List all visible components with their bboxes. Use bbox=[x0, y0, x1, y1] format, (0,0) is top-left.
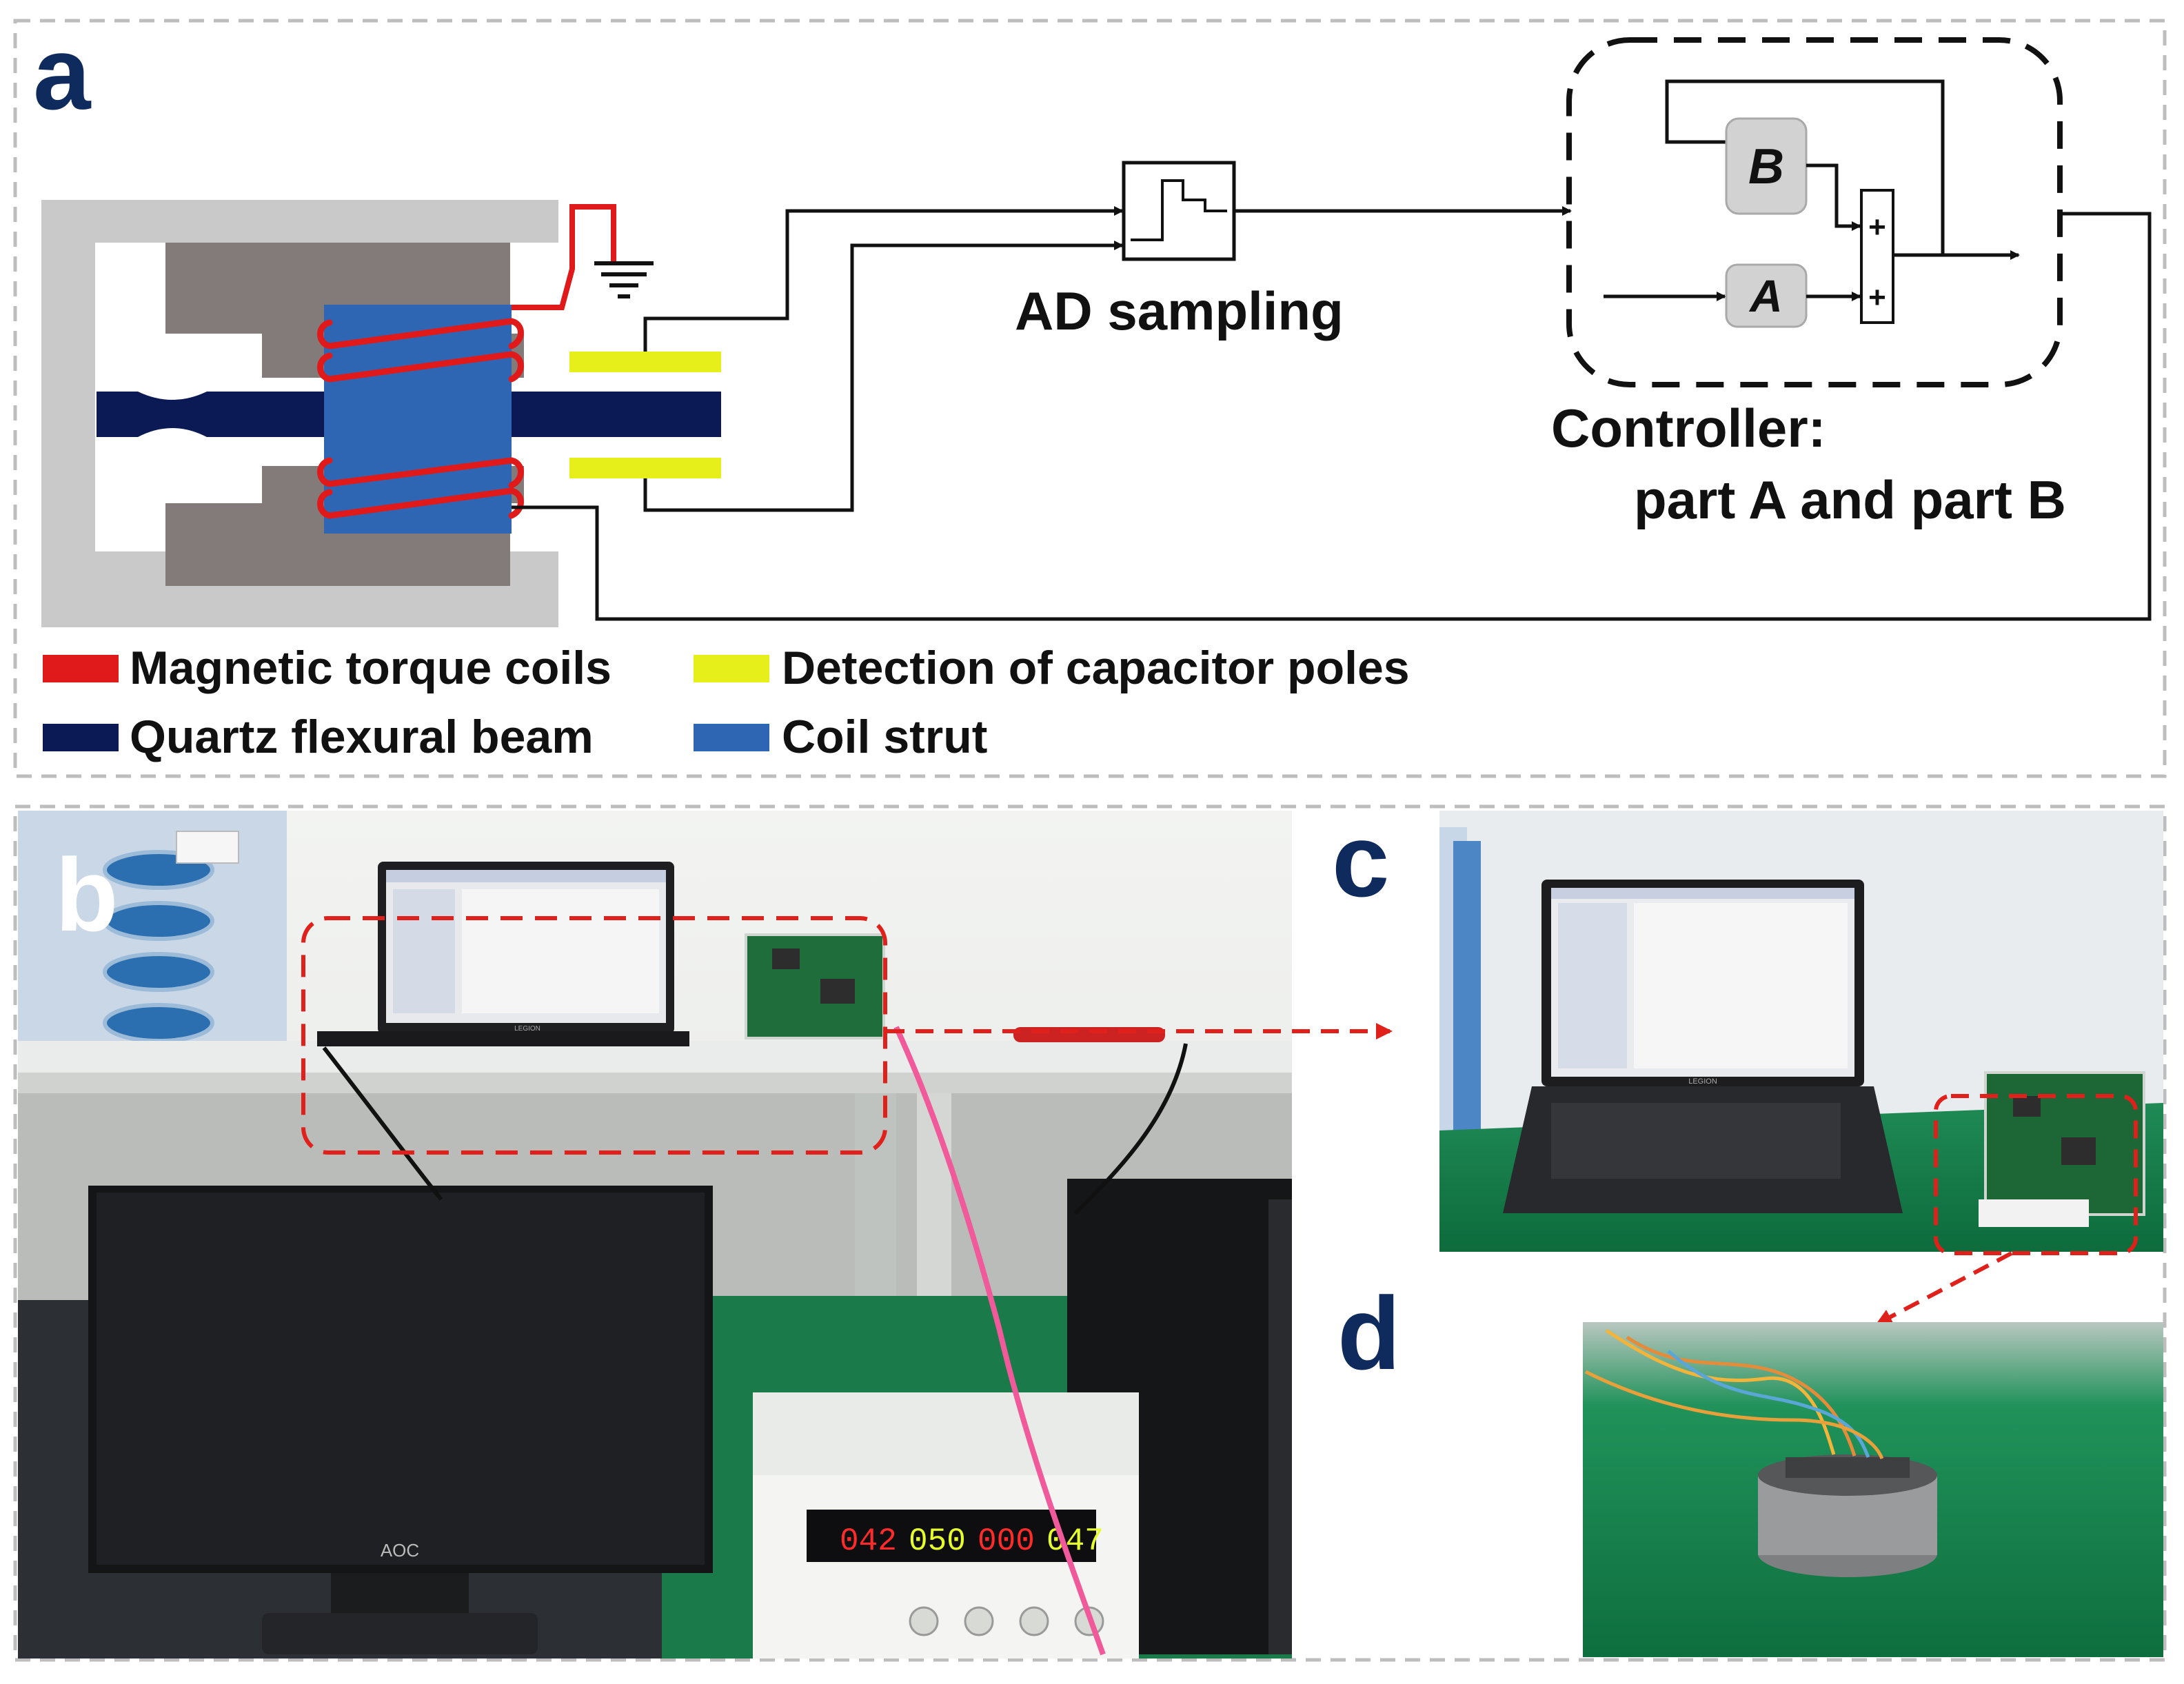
panel-letter-c: c bbox=[1332, 802, 1389, 918]
legend-swatch bbox=[694, 655, 769, 682]
laptop-brand-c: LEGION bbox=[1688, 1077, 1717, 1086]
legend-item-coils: Magnetic torque coils bbox=[43, 642, 611, 694]
sum-sign-top: + bbox=[1868, 210, 1886, 244]
block-b-label: B bbox=[1748, 139, 1784, 194]
legend-item-beam: Quartz flexural beam bbox=[43, 711, 594, 763]
psu-readout-1: 042 bbox=[840, 1523, 897, 1559]
panel-c-photo: LEGION bbox=[1439, 811, 2163, 1252]
ad-sampling-label: AD sampling bbox=[1015, 281, 1344, 341]
panel-b-photo: LEGION AOC 042 050 000 047 bbox=[18, 811, 1292, 1658]
psu-readout-3: 000 bbox=[978, 1523, 1035, 1559]
psu-readout-4: 047 bbox=[1046, 1523, 1104, 1559]
legend: Magnetic torque coils Detection of capac… bbox=[43, 642, 1410, 763]
block-a-label: A bbox=[1748, 270, 1783, 321]
sum-sign-bottom: + bbox=[1868, 281, 1886, 314]
legend-swatch bbox=[43, 655, 119, 682]
legend-label: Coil strut bbox=[782, 711, 987, 763]
legend-label: Magnetic torque coils bbox=[130, 642, 611, 694]
legend-label: Detection of capacitor poles bbox=[782, 642, 1410, 694]
controller-label-line1: Controller: bbox=[1551, 398, 1826, 458]
power-supply: 042 050 000 047 bbox=[753, 1392, 1139, 1658]
ad-sampling-block bbox=[1122, 161, 1236, 261]
laptop-brand-b: LEGION bbox=[514, 1025, 540, 1033]
arrow-c-to-d bbox=[1875, 1251, 2013, 1326]
legend-item-capacitor: Detection of capacitor poles bbox=[694, 642, 1410, 694]
panel-a-frame bbox=[13, 19, 2167, 778]
photo-panels-frame bbox=[13, 804, 2167, 1662]
capacitor-pole-lower bbox=[569, 458, 721, 478]
psu-readout-2: 050 bbox=[909, 1523, 966, 1559]
controller-box: B A + + bbox=[1566, 37, 2063, 387]
legend-label: Quartz flexural beam bbox=[130, 711, 594, 763]
ground-symbol bbox=[512, 204, 654, 310]
signal-wires bbox=[512, 206, 2152, 621]
panel-d-photo bbox=[1583, 1322, 2163, 1657]
magnetic-torque-coils bbox=[317, 318, 524, 519]
legend-swatch bbox=[43, 724, 119, 751]
panel-letter-d: d bbox=[1337, 1275, 1401, 1391]
controller-label-line2: part A and part B bbox=[1634, 469, 2066, 530]
capacitor-pole-upper bbox=[569, 352, 721, 372]
panel-letter-b: b bbox=[55, 837, 119, 953]
monitor-brand: AOC bbox=[381, 1540, 419, 1561]
coil-strut bbox=[324, 305, 512, 534]
legend-item-strut: Coil strut bbox=[694, 711, 987, 763]
highlight-box-b bbox=[301, 916, 887, 1155]
panel-a: a bbox=[13, 15, 2167, 778]
legend-swatch bbox=[694, 724, 769, 751]
panel-letter-a: a bbox=[33, 15, 92, 131]
